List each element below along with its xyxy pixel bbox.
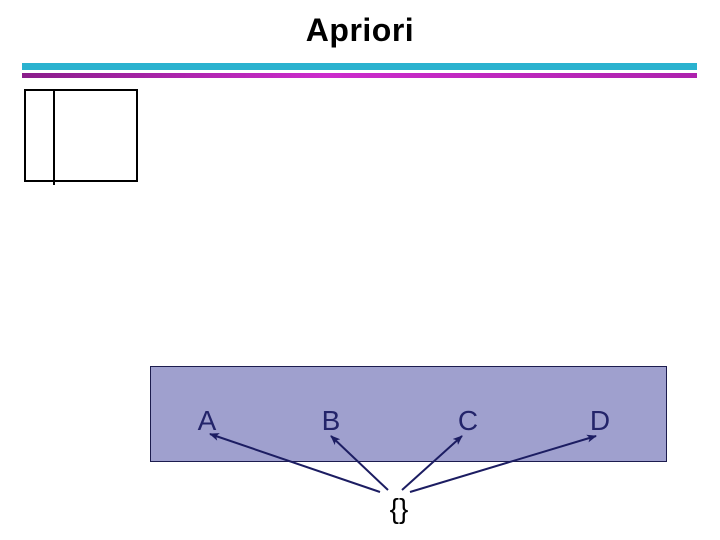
divider-line-cyan	[22, 63, 697, 70]
node-label-b: B	[321, 405, 341, 436]
node-label-c: C	[457, 405, 479, 436]
placeholder-column-divider-line	[53, 89, 55, 185]
divider-line-magenta	[22, 73, 697, 78]
empty-set-label: {}	[389, 493, 409, 524]
slide-title: Apriori	[305, 12, 415, 48]
node-label-a: A	[197, 405, 217, 436]
empty-table-placeholder	[24, 89, 138, 182]
node-label-d: D	[589, 405, 611, 436]
